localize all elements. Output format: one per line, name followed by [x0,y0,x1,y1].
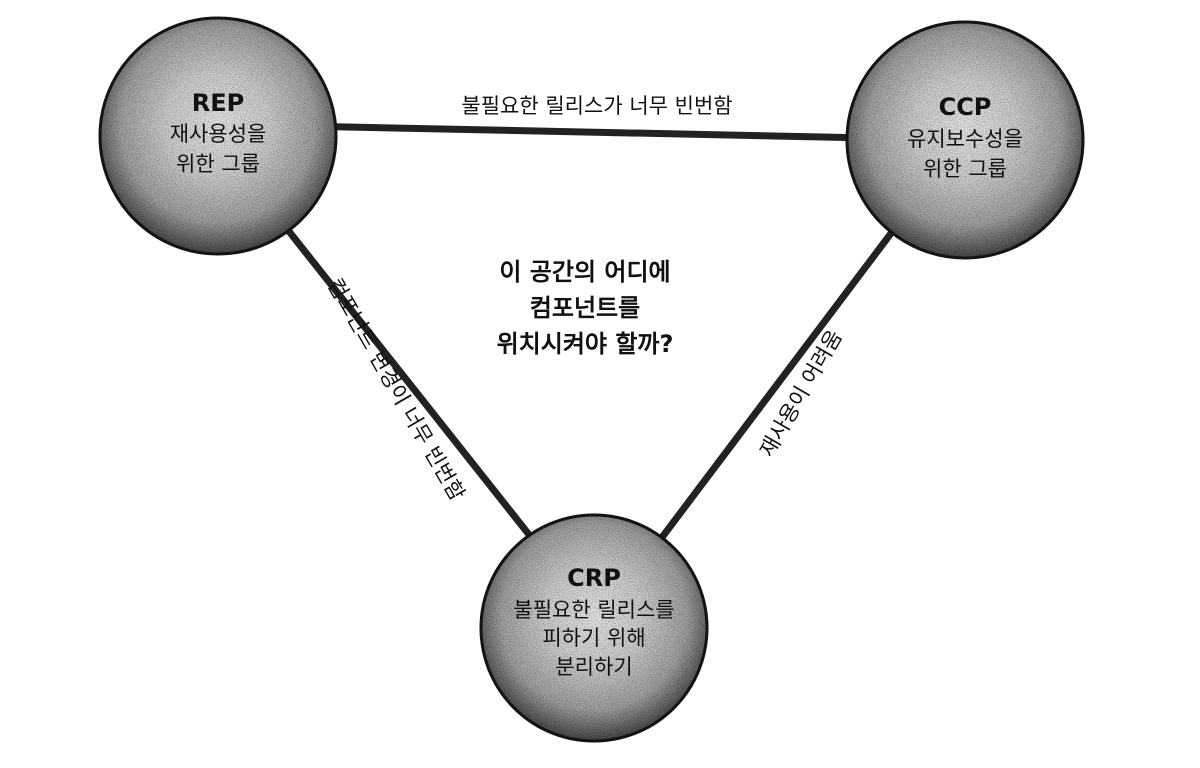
edge-label-rep-ccp: 불필요한 릴리스가 너무 빈번함 [461,94,732,118]
crp-sphere [479,513,709,743]
edge-rep-crp [276,216,542,550]
crp-title: CRP [567,564,621,592]
ccp-line-1: 유지보수성을 [907,127,1023,151]
crp-line-1: 불필요한 릴리스를 [513,598,674,622]
center-question-line-1: 이 공간의 어디에 [499,258,670,286]
rep-title: REP [192,89,244,117]
rep-line-1: 재사용성을 [170,122,267,146]
edge-label-rep-crp: 컴포넌트 변경이 너무 빈번함 [323,274,470,504]
crp-line-2: 피하기 위해 [542,626,645,650]
node-crp: CRP 불필요한 릴리스를 피하기 위해 분리하기 [479,513,709,743]
edge-rep-ccp [296,122,874,142]
edge-ccp-crp [656,224,899,544]
ccp-sphere [845,20,1085,260]
crp-line-3: 분리하기 [555,655,632,679]
center-question-line-2: 컴포넌트를 [530,294,640,322]
rep-sphere [98,16,338,256]
node-ccp: CCP 유지보수성을 위한 그룹 [845,20,1085,260]
ccp-line-2: 위한 그룹 [923,157,1007,181]
rep-line-2: 위한 그룹 [176,152,260,176]
node-rep: REP 재사용성을 위한 그룹 [98,16,338,256]
ccp-title: CCP [939,93,992,121]
center-question-line-3: 위치시켜야 할까? [497,330,674,358]
